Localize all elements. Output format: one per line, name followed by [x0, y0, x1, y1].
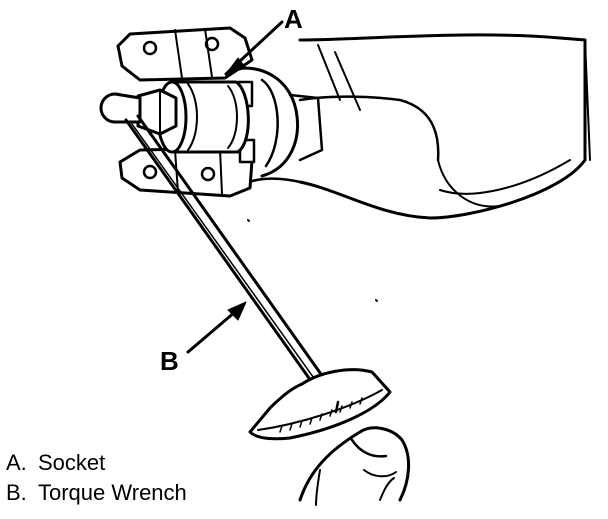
hand	[298, 426, 411, 506]
leader-line-b	[186, 301, 247, 354]
legend-label: Torque Wrench	[38, 480, 187, 505]
legend-key: A.	[6, 450, 27, 475]
wrench-head	[99, 92, 142, 124]
specks	[247, 219, 378, 302]
wrench-beam	[124, 114, 330, 390]
steering-column	[238, 33, 591, 220]
lower-bracket	[118, 146, 254, 198]
hex-drive	[136, 88, 178, 136]
wrench-scale-plate	[248, 368, 392, 441]
callout-a: A	[284, 4, 303, 34]
legend-item-socket: A. Socket	[6, 448, 187, 478]
upper-bracket	[116, 26, 254, 82]
legend-label: Socket	[38, 450, 106, 475]
legend: A. Socket B. Torque Wrench	[6, 448, 187, 508]
leader-line-a	[224, 20, 284, 76]
callout-b: B	[160, 346, 179, 376]
legend-item-torque-wrench: B. Torque Wrench	[6, 478, 187, 508]
legend-key: B.	[6, 480, 27, 505]
